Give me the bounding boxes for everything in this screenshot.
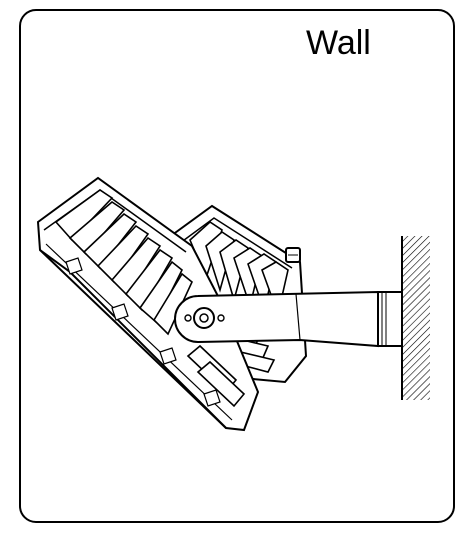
mount-type-label: Wall <box>306 24 371 62</box>
wall-bracket-plate <box>377 291 403 347</box>
pivot-bolt <box>184 307 225 329</box>
front-fixture-fins <box>54 189 246 408</box>
mounting-arm <box>174 290 379 348</box>
wall <box>401 236 430 400</box>
